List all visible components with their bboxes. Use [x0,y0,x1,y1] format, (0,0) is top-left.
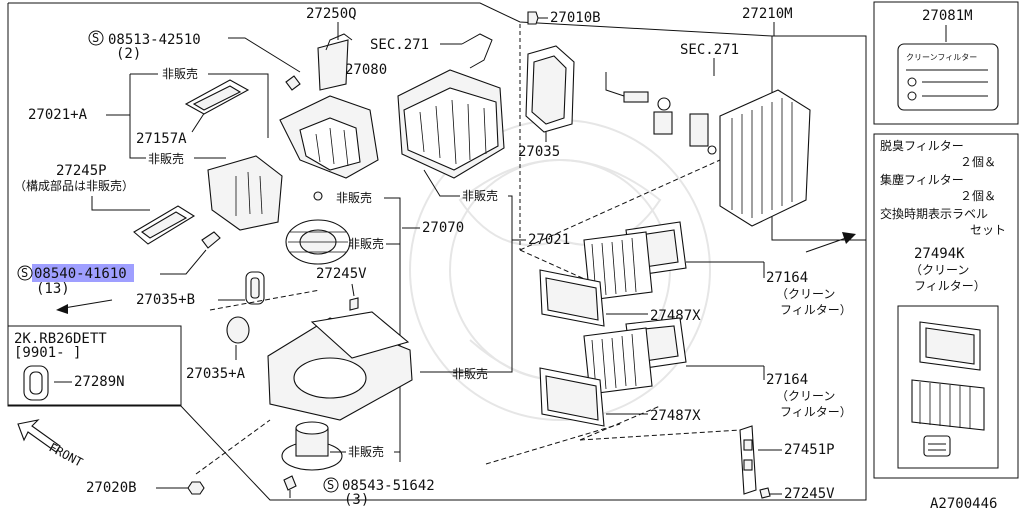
note-hanbai-1: 非販売 [162,66,198,81]
label-27164-b: 27164 [766,372,808,388]
qty-08540: (13) [36,281,70,297]
part-27035 [525,45,575,133]
label-27245p: 27245P [56,163,107,179]
part-intake-housing [279,95,379,179]
note-27164-b-2: フィルター） [780,405,852,419]
label-27245v-a: 27245V [316,266,367,282]
part-27451p [739,425,757,495]
bolt-symbol-s1: S [92,31,99,45]
note-27245p: （構成部品は非販売） [14,178,134,193]
label-27157a: 27157A [136,131,187,147]
kit-filters [911,321,985,457]
note-hanbai-7: 非販売 [452,366,488,381]
bolt-symbol-s3: S [327,478,334,492]
kit-line-1: 脱臭フィルター [880,138,964,153]
label-27035-a: 27035+A [186,366,246,382]
part-blower-fan [285,219,351,265]
highlight-08540 [32,264,134,282]
engine-code: 2K.RB26DETT [14,331,107,347]
label-27487x-b: 27487X [650,408,701,424]
part-evaporator-core [719,89,811,227]
part-expansion-valve [623,91,717,155]
engine-date: [9901- ] [14,345,81,361]
part-blower-housing [267,311,413,421]
bolt-symbol-s2: S [21,266,28,280]
label-27494k: 27494K [914,246,965,262]
label-27081m: 27081M [922,8,973,24]
label-27035: 27035 [518,144,560,160]
label-27245v-b: 27245V [784,486,835,502]
label-08513-42510: 08513-42510 [108,32,201,48]
label-27289n: 27289N [74,374,125,390]
part-27245p [207,155,283,231]
note-27164-b-1: （クリーン [776,389,835,403]
kit-line-6: セット [970,223,1006,237]
note-27494k-2: フィルター） [914,279,986,293]
note-hanbai-5: 非販売 [348,444,384,459]
note-27164-a-2: フィルター） [780,303,852,317]
note-hanbai-2: 非販売 [148,151,184,166]
part-27164-lower [583,317,687,395]
label-08540-41610: 08540-41610 [34,266,127,282]
label-27070: 27070 [422,220,464,236]
part-blower-motor [281,421,343,471]
kit-line-5: 交換時期表示ラベル [880,206,988,221]
label-card-title: クリーンフィルター [906,53,977,62]
note-hanbai-4: 非販売 [336,190,372,205]
part-27210m-housing [397,69,505,179]
label-08543-51642: 08543-51642 [342,478,435,494]
frame-lines [7,1,1019,501]
part-27080 [317,39,349,91]
label-sec271-b: SEC.271 [680,42,739,58]
front-arrow [17,419,61,453]
kit-line-2: ２個＆ [960,155,996,169]
label-27021-a: 27021+A [28,107,88,123]
label-27250q: 27250Q [306,6,357,22]
kit-inner-box [897,305,999,469]
note-27164-a-1: （クリーン [776,287,835,301]
label-sec271-a: SEC.271 [370,37,429,53]
label-27020b: 27020B [86,480,137,496]
qty-08513: (2) [116,46,141,62]
part-27164-upper [583,221,687,301]
kit-line-4: ２個＆ [960,189,996,203]
label-27035-b: 27035+B [136,292,195,308]
note-hanbai-3: 非販売 [348,236,384,251]
label-27010b: 27010B [550,10,601,26]
qty-08543: (3) [344,492,369,508]
label-27021: 27021 [528,232,570,248]
front-label: FRONT [47,440,85,469]
label-27451p: 27451P [784,442,835,458]
label-27164-a: 27164 [766,270,808,286]
diagram-id: A2700446 [930,496,997,511]
part-27035a [226,316,250,344]
label-27210m: 27210M [742,6,793,22]
note-27494k-1: （クリーン [910,263,969,277]
kit-line-3: 集塵フィルター [880,172,964,187]
label-27080: 27080 [345,62,387,78]
note-hanbai-6: 非販売 [462,188,498,203]
label-card: クリーンフィルター [897,43,999,111]
